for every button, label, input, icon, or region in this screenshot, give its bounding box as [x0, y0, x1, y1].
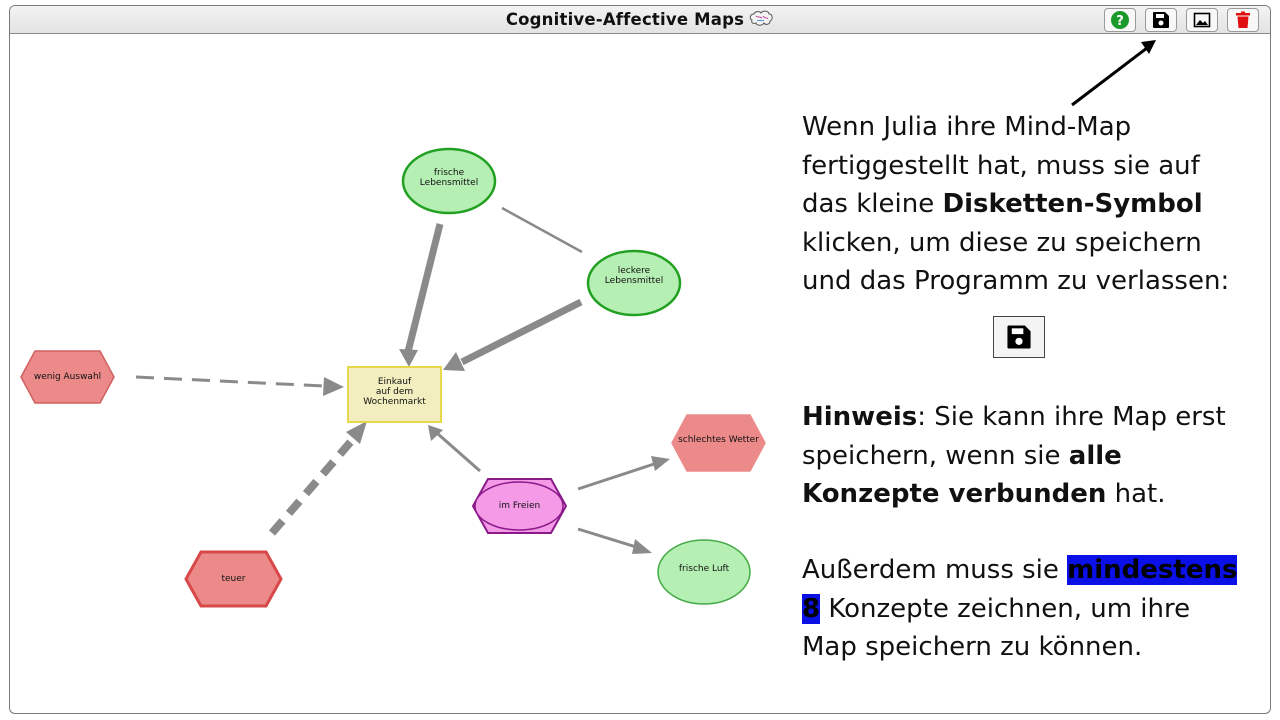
edge-arrowhead [346, 421, 367, 444]
node-frische-lebensmittel[interactable] [401, 147, 497, 215]
help-button[interactable]: ? [1104, 8, 1136, 32]
map-canvas[interactable]: Einkauf auf dem Wochenmarkt frische Lebe… [10, 34, 1270, 713]
edge-im-freien-to-center[interactable] [437, 432, 481, 473]
node-wenig-auswahl[interactable] [20, 350, 115, 404]
title-bar: Cognitive-Affective Maps ? [10, 6, 1270, 34]
brain-icon [749, 10, 773, 26]
node-teuer[interactable] [184, 550, 283, 608]
svg-text:?: ? [1116, 14, 1124, 29]
instruction-text: Wenn Julia ihre Mind-Map fertiggestellt … [802, 112, 1230, 296]
annotation-arrowhead [1141, 40, 1156, 54]
edge-arrowhead [428, 425, 443, 441]
edge-arrowhead [323, 377, 344, 396]
question-circle-icon: ? [1111, 11, 1129, 29]
trash-icon [1236, 11, 1250, 28]
export-image-button[interactable] [1186, 8, 1218, 32]
edge-im-freien-to-frische-luft[interactable] [577, 527, 637, 549]
instruction-bold-disketten: Disketten-Symbol [942, 189, 1203, 219]
edge-teuer-to-center[interactable] [268, 435, 358, 536]
edge-arrowhead [399, 349, 418, 367]
app-title: Cognitive-Affective Maps [10, 10, 1270, 29]
save-icon-illustration [993, 316, 1045, 358]
minimum-concepts-text: Außerdem muss sie mindestens 8 Konzepte … [802, 555, 1238, 662]
edge-leckere-lebensmittel-to-center[interactable] [460, 298, 583, 366]
edge-arrowhead [651, 456, 670, 471]
map-drawing [20, 40, 1156, 608]
node-center[interactable] [347, 366, 442, 423]
app-title-text: Cognitive-Affective Maps [505, 10, 745, 29]
node-schlechtes-wetter[interactable] [671, 414, 766, 472]
app-window: Cognitive-Affective Maps ? [9, 5, 1271, 714]
floppy-disk-icon [1153, 12, 1169, 28]
edge-frische-lebensmittel-to-center[interactable] [404, 223, 444, 353]
edge-frische-lebensmittel-to-leckere-lebensmittel[interactable] [501, 206, 583, 254]
edge-arrowhead [632, 539, 652, 554]
edge-arrowhead [443, 352, 465, 371]
node-frische-luft[interactable] [657, 539, 751, 605]
node-im-freien-inner [474, 481, 564, 531]
annotation-arrow [1071, 46, 1148, 107]
node-leckere-lebensmittel[interactable] [586, 249, 682, 317]
hint-text: Hinweis: Sie kann ihre Map erst speicher… [802, 402, 1226, 509]
edge-im-freien-to-schlechtes-wetter[interactable] [577, 462, 655, 491]
image-icon [1193, 12, 1211, 28]
delete-button[interactable] [1227, 8, 1259, 32]
save-button[interactable] [1145, 8, 1177, 32]
edge-wenig-auswahl-to-center[interactable] [135, 375, 325, 388]
floppy-disk-icon [1007, 325, 1031, 349]
